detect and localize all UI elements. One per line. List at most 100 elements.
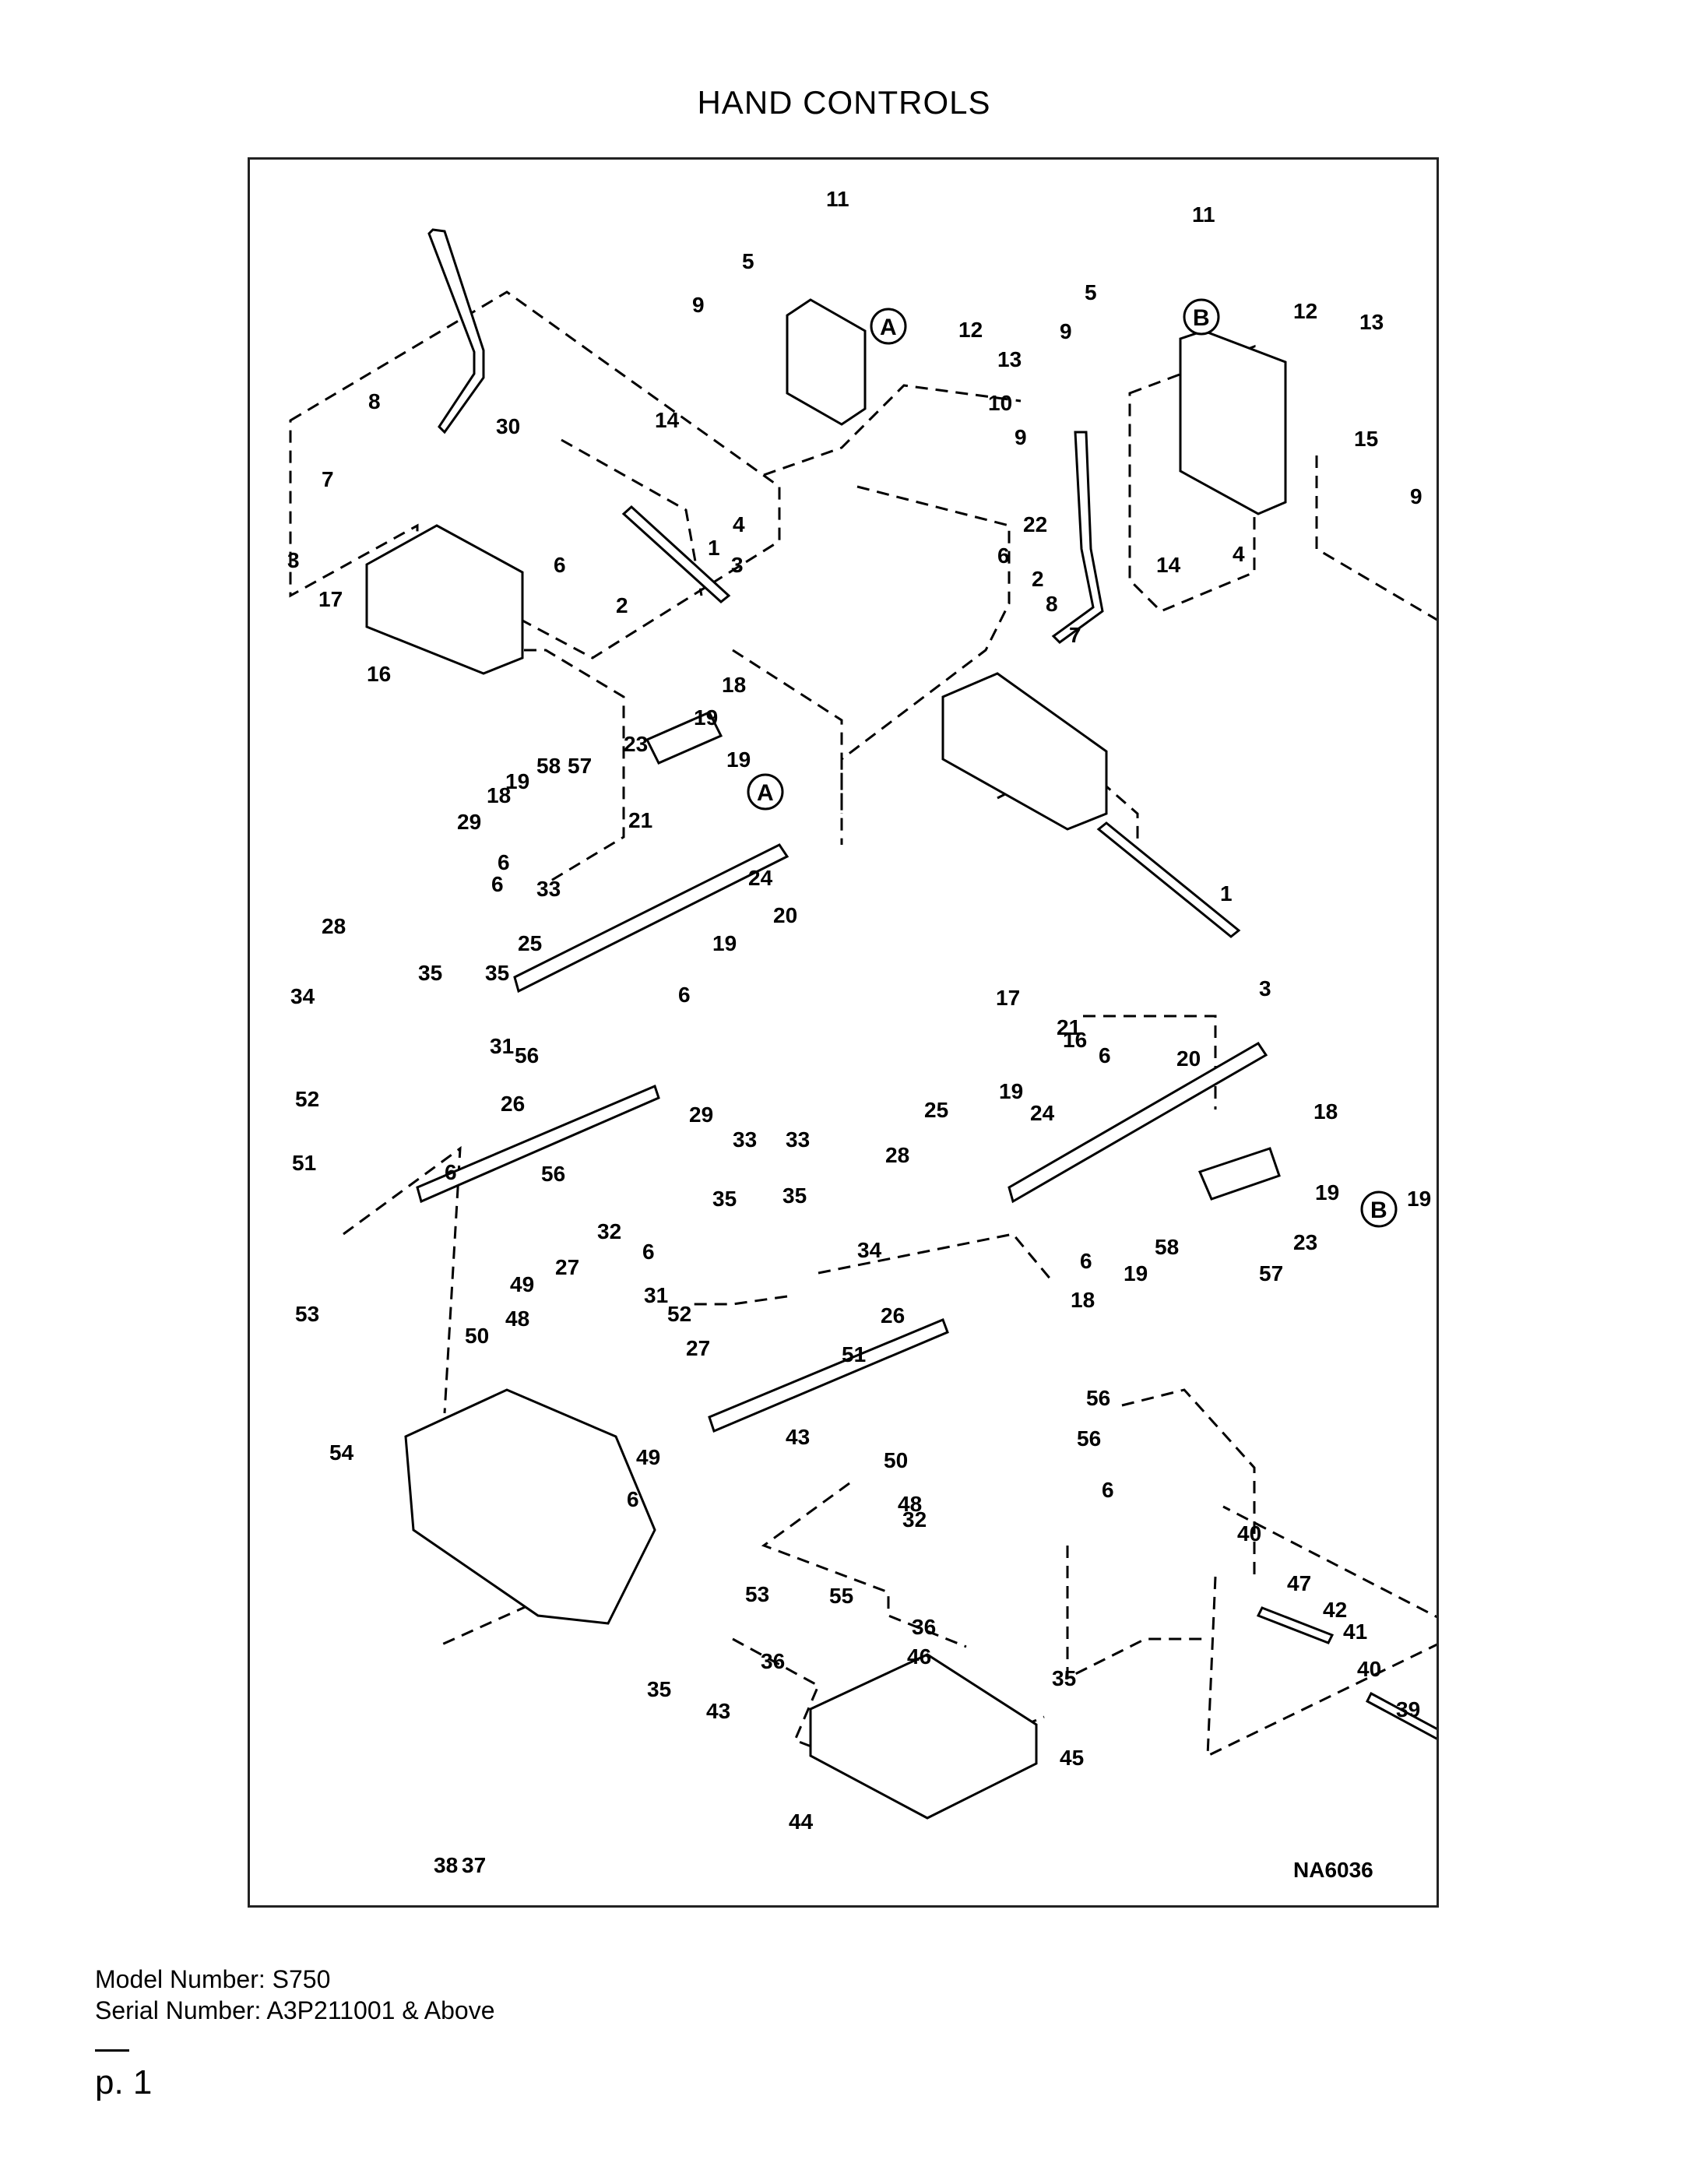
callout-label: 16: [367, 662, 391, 686]
callout-label: 56: [1077, 1426, 1101, 1451]
callout-label: 34: [857, 1238, 882, 1262]
rod-42: [1256, 1606, 1335, 1644]
callout-label: 10: [988, 391, 1012, 415]
callout-label: 4: [733, 512, 745, 536]
callout-label: 53: [295, 1302, 319, 1326]
callout-label: 39: [1396, 1697, 1420, 1722]
serial-number: Serial Number: A3P211001 & Above: [95, 1996, 495, 2024]
callout-label: 51: [292, 1151, 316, 1175]
callout-label: 50: [884, 1448, 908, 1472]
callout-label: 19: [726, 747, 751, 772]
callout-label: 30: [496, 414, 520, 438]
cylinder-23-right: [1197, 1147, 1281, 1201]
callout-label: 48: [898, 1492, 922, 1516]
figure-id: NA6036: [1293, 1858, 1373, 1882]
callout-label: 54: [329, 1440, 354, 1465]
callout-label: 7: [322, 467, 334, 491]
callout-label: 4: [1233, 542, 1245, 566]
callout-label: 33: [536, 877, 561, 901]
callout-label: 19: [1407, 1187, 1431, 1211]
bracket-15: [1179, 329, 1287, 515]
callout-label: 19: [999, 1079, 1023, 1103]
marker-a-lower: A: [757, 780, 774, 806]
shaft-1-right: [1096, 821, 1241, 938]
callout-label: 5: [1085, 280, 1097, 304]
callout-label: 46: [907, 1644, 931, 1669]
assembly-outlines: [289, 290, 1437, 1781]
callout-label: 38: [434, 1853, 458, 1877]
callout-label: 58: [536, 754, 561, 778]
callout-label: 6: [997, 543, 1010, 568]
callout-label: 35: [485, 961, 509, 985]
link-26-left: [416, 1084, 660, 1204]
callout-label: 35: [647, 1677, 671, 1701]
handle-30: [427, 228, 485, 434]
callout-label: 29: [457, 810, 481, 834]
page-rule: [95, 2049, 129, 2052]
callout-label: 19: [1315, 1180, 1339, 1205]
callout-label: 11: [1192, 202, 1215, 227]
callout-label: 6: [678, 983, 691, 1007]
callout-label: 21: [1057, 1015, 1081, 1039]
callout-label: 6: [1099, 1043, 1111, 1067]
callout-label: 49: [636, 1445, 660, 1469]
marker-b-top: B: [1193, 305, 1210, 331]
callout-label: 25: [924, 1098, 948, 1122]
callout-label: 35: [418, 961, 442, 985]
callout-label: 20: [1176, 1046, 1201, 1071]
callout-label: 56: [541, 1162, 565, 1186]
page-number: p. 1: [95, 2063, 153, 2101]
pump-55: [404, 1388, 656, 1625]
callout-label: 21: [628, 808, 652, 832]
callout-label: 12: [1293, 299, 1317, 323]
cylinder-23-left: [645, 711, 723, 765]
callout-label: 44: [789, 1809, 814, 1834]
callout-label: 40: [1237, 1521, 1261, 1546]
callout-label: 27: [686, 1336, 710, 1360]
callout-label: 9: [1060, 319, 1072, 343]
callout-label: 20: [773, 903, 797, 927]
callout-label: 50: [465, 1324, 489, 1348]
callout-label: 14: [655, 408, 680, 432]
callout-label: 3: [1259, 976, 1271, 1001]
callout-label: 45: [1060, 1746, 1084, 1770]
callout-label: 52: [295, 1087, 319, 1111]
exploded-parts-diagram: A B A B 11591213109144308731716621311591…: [287, 187, 1437, 1882]
model-number: Model Number: S750: [95, 1965, 331, 1993]
callout-label: 9: [1015, 425, 1027, 449]
callout-label: 51: [842, 1342, 866, 1366]
callout-label: 6: [627, 1487, 639, 1511]
callout-label: 16: [1063, 1028, 1087, 1052]
callout-label: 5: [742, 249, 754, 273]
callout-label: 56: [1086, 1386, 1110, 1410]
callout-label: 33: [733, 1127, 757, 1152]
callout-label: 7: [1069, 623, 1081, 647]
link-24-right: [1008, 1041, 1268, 1204]
callout-label: 9: [692, 293, 705, 317]
callout-label: 15: [1354, 427, 1378, 451]
callout-label: 47: [1287, 1571, 1311, 1595]
callout-label: 6: [554, 553, 566, 577]
callout-label: 25: [518, 931, 542, 955]
callout-label: 32: [597, 1219, 621, 1243]
reference-markers: A B A B: [747, 298, 1398, 1228]
callout-label: 2: [616, 593, 628, 617]
callout-label: 1: [1220, 881, 1233, 906]
callout-label: 13: [997, 347, 1022, 371]
callout-label: 43: [786, 1425, 810, 1449]
callout-label: 24: [748, 866, 773, 890]
link-26-right: [708, 1318, 949, 1433]
callout-label: 33: [786, 1127, 810, 1152]
callout-label: 9: [1410, 484, 1422, 508]
callout-label: 19: [712, 931, 737, 955]
callout-label: 14: [1156, 553, 1181, 577]
callout-label: 23: [1293, 1230, 1317, 1254]
marker-b-lower: B: [1370, 1198, 1387, 1223]
bracket-10: [786, 298, 867, 426]
plate-46: [809, 1653, 1038, 1820]
callout-label: 17: [318, 587, 343, 611]
callout-label: 36: [912, 1615, 936, 1639]
callout-label: 3: [731, 553, 744, 577]
